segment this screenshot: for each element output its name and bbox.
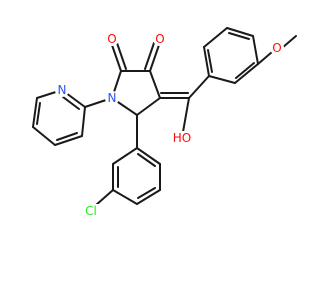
atom-n-pyridine: N [55,83,69,97]
bond-py-5-1 [81,106,86,137]
bond-py-3-4 [32,126,56,146]
bond-layer [32,27,297,206]
bond-cp-inner-b [137,187,156,199]
atom-layer: O O HO O N N Cl [55,32,284,218]
molecule-structure: O O HO O N N Cl [32,27,297,218]
bond-py-4-5 [54,135,83,146]
bond-c4-c5 [136,97,161,116]
chlorine-label: Cl [85,204,97,218]
atom-hydroxyl: HO [172,131,193,145]
atom-chlorine: Cl [82,204,100,218]
bond-c3-c4 [149,70,161,99]
atom-o-ketone-3: O [153,32,167,46]
bond-cp-3-4 [112,189,138,205]
bond-cp-4-5 [136,189,161,205]
bond-ar-cl [95,189,114,206]
ring-nitrogen-label: N [108,91,117,105]
bond-mp-6-1 [203,46,210,77]
bond-cexo-aryl [188,75,210,99]
bond-c3-o-b [144,42,155,70]
bond-py-inner-c [56,132,78,141]
pyridine-nitrogen-label: N [58,83,67,97]
bond-mp-inner-a [235,62,255,79]
bond-c2-o-b [116,42,127,70]
bond-mp-1-2 [208,75,236,84]
bond-mp-inner-c [207,49,213,73]
o-ketone-2-label: O [107,32,116,46]
bond-c2-o-a [111,44,122,72]
bond-o-ch3 [281,35,297,49]
bond-py-inner-a [62,96,80,110]
bond-cp-6-1 [136,147,161,165]
bond-mp-inner-b [228,32,250,40]
atom-o-methoxy: O [270,41,284,55]
atom-n-ring: N [105,91,119,105]
bond-mp-2-3 [234,63,259,84]
bond-mp-4-5 [226,27,254,37]
atom-o-ketone-2: O [105,32,119,46]
bond-py-2-3 [32,97,38,128]
bond-cp-1-2 [112,147,138,165]
bond-c3-o-a [149,44,160,72]
bond-ar-o [257,51,273,65]
bond-py-inner-b [36,102,41,125]
bond-mp-3-4 [252,35,259,65]
methoxy-oxygen-label: O [272,41,281,55]
bond-cexo-oh [182,97,190,133]
hydroxyl-label: HO [173,131,191,145]
bond-cp-inner-c [137,153,156,167]
o-ketone-3-label: O [155,32,164,46]
bond-mp-5-6 [203,27,228,48]
